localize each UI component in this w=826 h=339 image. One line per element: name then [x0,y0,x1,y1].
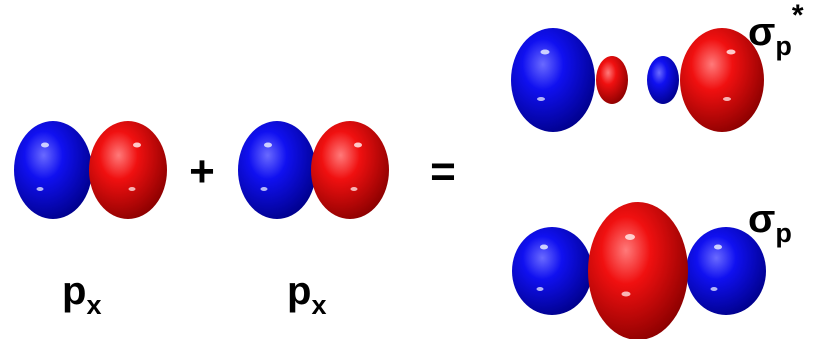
label-subscript: x [311,290,326,320]
label-subscript: p [775,31,792,61]
positive-lobe [311,121,389,219]
label-base: σ [748,10,775,54]
negative-lobe [511,28,595,132]
positive-lobe [89,121,167,219]
label-px-left: px [62,269,101,320]
label-subscript: p [775,218,792,248]
label-sigma-p-bonding: σp [748,197,792,248]
px-orbital-right [238,121,389,219]
negative-lobe [238,121,316,219]
label-subscript: x [86,290,101,320]
negative-lobe [647,56,679,104]
label-base: σ [748,197,775,241]
label-px-right: px [287,269,326,320]
equals-sign: = [430,147,456,196]
sigma-p-antibonding-orbital [511,28,764,132]
negative-lobe [14,121,92,219]
label-base: p [287,269,311,313]
label-superscript: * [792,0,804,32]
label-base: p [62,269,86,313]
positive-lobe [596,56,628,104]
label-sigma-p-antibonding: σp* [748,0,804,61]
negative-lobe [512,227,592,315]
plus-sign: + [189,147,215,196]
positive-lobe [588,202,688,339]
sigma-p-bonding-orbital [512,202,766,339]
px-orbital-left [14,121,167,219]
